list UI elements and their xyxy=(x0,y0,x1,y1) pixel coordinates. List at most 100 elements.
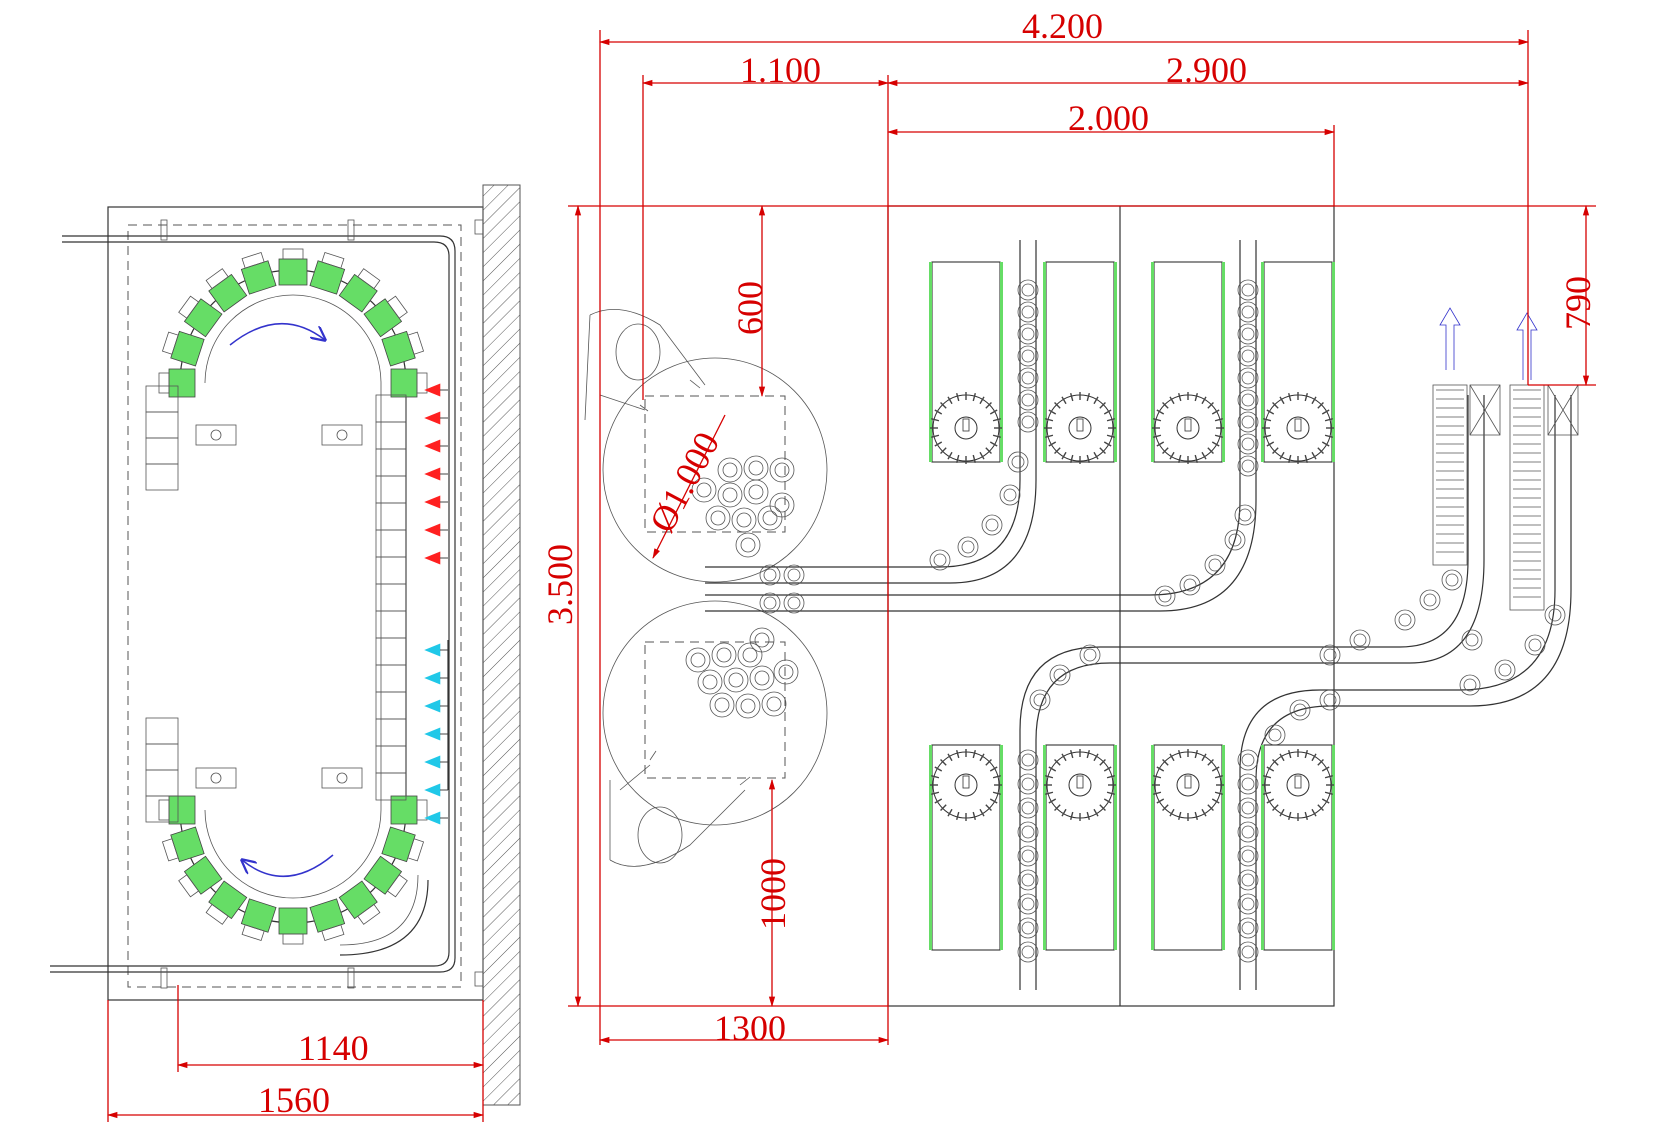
spray-nozzle xyxy=(424,411,441,425)
left-dimensions: 1140 1560 xyxy=(106,985,485,1122)
bottle xyxy=(1319,644,1341,666)
bottle-holders-bottom xyxy=(158,795,428,945)
bottle xyxy=(1237,941,1259,963)
bottle-holder xyxy=(278,248,308,286)
spray-nozzle xyxy=(424,495,441,509)
spray-nozzle xyxy=(424,699,441,713)
bottle xyxy=(1237,411,1259,433)
bottle xyxy=(1237,323,1259,345)
turntable-lower xyxy=(602,600,828,826)
bottle xyxy=(1017,773,1039,795)
wall-hatch xyxy=(482,184,521,1106)
platform-outline xyxy=(887,205,1335,1007)
bottle xyxy=(717,457,743,483)
bottle-holder xyxy=(390,368,428,398)
operator-top xyxy=(584,309,706,421)
belt-bottles xyxy=(759,279,1566,963)
spray-nozzle xyxy=(424,523,441,537)
spray-nozzle xyxy=(424,727,441,741)
conveyor-belts xyxy=(705,240,1572,990)
bottle xyxy=(1349,629,1371,651)
bottle xyxy=(731,507,757,533)
bottle xyxy=(1319,689,1341,711)
bottle-holder xyxy=(390,795,428,825)
spray-nozzle xyxy=(424,467,441,481)
sprocket xyxy=(1044,392,1116,464)
spray-nozzle xyxy=(424,643,441,657)
bottle xyxy=(1017,797,1039,819)
spray-nozzle xyxy=(424,551,441,565)
bottle xyxy=(1237,301,1259,323)
bottle xyxy=(1237,869,1259,891)
dim-table-diameter: Ø1.000 xyxy=(642,426,728,539)
bottle xyxy=(757,505,783,531)
bottle xyxy=(735,532,761,558)
exit-conveyors xyxy=(1432,307,1579,611)
bottle xyxy=(1017,749,1039,771)
bottle-holder xyxy=(178,855,223,898)
bottle-holder xyxy=(375,664,407,693)
bottle xyxy=(685,647,711,673)
bottle-holder xyxy=(161,826,205,863)
bottle xyxy=(1237,345,1259,367)
bottle-holder xyxy=(375,394,407,423)
bottle xyxy=(1494,659,1516,681)
bottle-holder xyxy=(178,295,223,338)
bottle xyxy=(1017,389,1039,411)
bottle-holder xyxy=(240,898,277,942)
bottle-holder xyxy=(381,330,425,367)
bottle xyxy=(749,665,775,691)
bottle-holder xyxy=(381,826,425,863)
bottle xyxy=(1049,664,1071,686)
bottle-holder xyxy=(375,502,407,531)
bottle-holder xyxy=(363,295,408,338)
bottle xyxy=(783,564,805,586)
bottle xyxy=(1017,821,1039,843)
bottle xyxy=(1237,917,1259,939)
bottle xyxy=(749,627,775,653)
bottles-upper xyxy=(691,455,795,558)
bottle xyxy=(711,642,737,668)
exit-rail-outer xyxy=(339,879,429,956)
sprocket xyxy=(930,749,1002,821)
conveyor-layout xyxy=(584,205,1579,1007)
bottle xyxy=(1224,529,1246,551)
bottle xyxy=(759,592,781,614)
bottle xyxy=(1017,323,1039,345)
bottle-holder xyxy=(375,448,407,477)
bottle xyxy=(717,482,743,508)
sprocket xyxy=(1044,749,1116,821)
bottle xyxy=(1154,585,1176,607)
bottle-holders-left xyxy=(145,385,179,823)
bottle xyxy=(783,592,805,614)
dim-table-top-offset: 600 xyxy=(730,281,770,335)
dim-left-outer-width: 1560 xyxy=(258,1080,330,1120)
bottle-holder xyxy=(205,268,248,313)
bottle xyxy=(981,514,1003,536)
bottle xyxy=(761,691,787,717)
exit-chain-links xyxy=(1436,389,1541,598)
bottle-holder xyxy=(338,880,381,925)
bottle xyxy=(1029,689,1051,711)
bottle xyxy=(1017,845,1039,867)
spray-nozzles-cyan xyxy=(424,643,448,825)
bottle xyxy=(1237,279,1259,301)
bottle-holder xyxy=(278,907,308,945)
bottle-holder xyxy=(338,268,381,313)
dim-middle-width: 2.000 xyxy=(1068,98,1149,138)
bottle xyxy=(743,455,769,481)
bottle xyxy=(743,479,769,505)
right-dimensions: 4.200 1.100 2.900 2.000 1300 3.500 600 1… xyxy=(540,6,1598,1048)
exit-rail-inner xyxy=(339,874,419,946)
bottle-holder xyxy=(309,251,346,295)
bottle xyxy=(769,457,795,483)
dim-total-height: 3.500 xyxy=(540,544,580,625)
bottle xyxy=(1237,433,1259,455)
bottle-holder xyxy=(158,795,196,825)
bottle xyxy=(1017,411,1039,433)
bottle xyxy=(1459,674,1481,696)
bottle-holder xyxy=(375,475,407,504)
bottle-holder xyxy=(375,637,407,666)
operator-bottom xyxy=(609,750,751,867)
bottle xyxy=(1289,699,1311,721)
